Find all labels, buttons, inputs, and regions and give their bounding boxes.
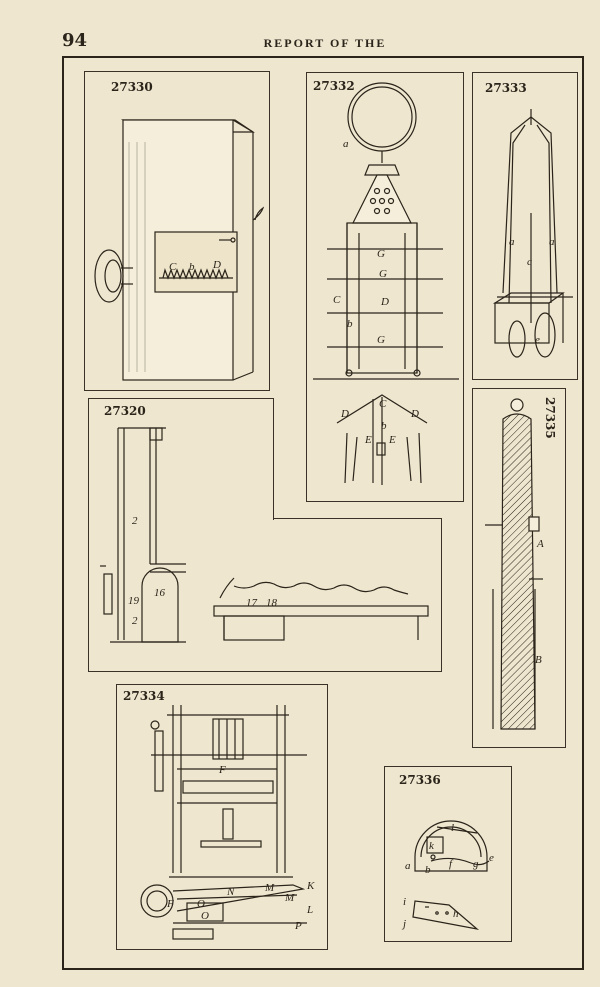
fig-27336-label-i: i bbox=[403, 896, 406, 908]
fig-27334-label-o2: O bbox=[201, 910, 209, 922]
fig-27336-label-a: a bbox=[405, 860, 411, 872]
fig-27332-label-b: b bbox=[347, 318, 353, 330]
fig-27334-label-m1: M bbox=[264, 882, 275, 894]
fig-27335-label-b: B bbox=[535, 654, 542, 666]
figure-27320-panel bbox=[88, 398, 274, 520]
fig-27333-label-c: c bbox=[527, 256, 532, 268]
figure-27336-panel: 27336 l k e a b f g i h j bbox=[384, 766, 512, 942]
fig-27330-label-c: C bbox=[169, 261, 177, 273]
figure-27320-number: 27320 bbox=[104, 404, 146, 418]
fig-27336-label-b: b bbox=[425, 864, 431, 876]
fig-27332-label-d: D bbox=[380, 296, 389, 308]
fig-27336-label-h: h bbox=[453, 908, 459, 920]
fig-27332-label-c: C bbox=[333, 294, 341, 306]
figure-27330-drawing: C b D bbox=[94, 119, 265, 381]
fig-27330-label-b: b bbox=[189, 261, 195, 273]
fig-27333-label-e: e bbox=[535, 334, 540, 346]
fig-27334-label-o1: O bbox=[197, 898, 205, 910]
page-frame bbox=[62, 56, 584, 970]
fig-27336-label-f: f bbox=[449, 858, 454, 870]
fig-27333-label-a2: a bbox=[549, 236, 555, 248]
figure-27330-number: 27330 bbox=[111, 80, 153, 94]
fig-27336-label-l: l bbox=[451, 822, 454, 834]
fig-27332-label-c2: C bbox=[379, 398, 387, 410]
figure-27330-panel: 27330 C b D bbox=[84, 71, 270, 391]
figure-27334-panel: 27334 F bbox=[116, 684, 328, 950]
figure-27332-drawing: a G G C D b G D C D E E b bbox=[313, 82, 459, 485]
figure-27333-drawing: a c a e bbox=[492, 109, 573, 358]
fig-27334-label-p: P bbox=[294, 920, 302, 932]
figure-27336-number: 27336 bbox=[399, 773, 441, 787]
figure-27335-number: 27335 bbox=[543, 397, 557, 439]
figure-27335-drawing: A B bbox=[485, 398, 544, 730]
fig-27332-label-b2: b bbox=[381, 420, 387, 432]
fig-27330-label-d: D bbox=[212, 259, 221, 271]
running-head: REPORT OF THE bbox=[263, 36, 387, 50]
fig-27336-label-g: g bbox=[473, 858, 479, 870]
fig-27334-label-l: L bbox=[306, 904, 313, 916]
fig-27336-label-j: j bbox=[401, 918, 406, 930]
figure-27333-panel: 27333 a c a e bbox=[472, 72, 578, 380]
fig-27332-label-e1: E bbox=[364, 434, 372, 446]
fig-27334-label-k: K bbox=[306, 880, 315, 892]
fig-27332-label-g2: G bbox=[379, 268, 387, 280]
figure-27333-number: 27333 bbox=[485, 81, 527, 95]
fig-27336-label-k: k bbox=[429, 840, 435, 852]
fig-27332-label-e2: E bbox=[388, 434, 396, 446]
fig-27332-label-d3: D bbox=[410, 408, 419, 420]
fig-27336-label-e: e bbox=[489, 852, 494, 864]
figure-27334-number: 27334 bbox=[123, 689, 165, 703]
fig-27334-label-f2: F bbox=[166, 898, 174, 910]
fig-27332-label-g1: G bbox=[377, 248, 385, 260]
figure-27332-number: 27332 bbox=[313, 79, 355, 93]
fig-27334-label-m2: M bbox=[284, 892, 295, 904]
fig-27335-label-a: A bbox=[536, 538, 544, 550]
figure-27320-panel-step bbox=[273, 518, 442, 519]
fig-27332-label-a: a bbox=[343, 138, 349, 150]
fig-27332-label-d2: D bbox=[340, 408, 349, 420]
figure-27335-panel: 27335 A B bbox=[472, 388, 566, 748]
fig-27332-label-g3: G bbox=[377, 334, 385, 346]
figure-27320-panel-lower bbox=[88, 518, 442, 672]
figure-27336-drawing: l k e a b f g i h j bbox=[401, 820, 494, 931]
figure-27334-drawing: F N M K M L O O F P bbox=[140, 705, 315, 940]
fig-27333-label-a1: a bbox=[509, 236, 515, 248]
figure-27332-panel: 27332 a bbox=[306, 72, 464, 502]
page-number: 94 bbox=[62, 30, 88, 51]
fig-27334-label-f1: F bbox=[218, 764, 226, 776]
fig-27334-label-n: N bbox=[226, 886, 235, 898]
